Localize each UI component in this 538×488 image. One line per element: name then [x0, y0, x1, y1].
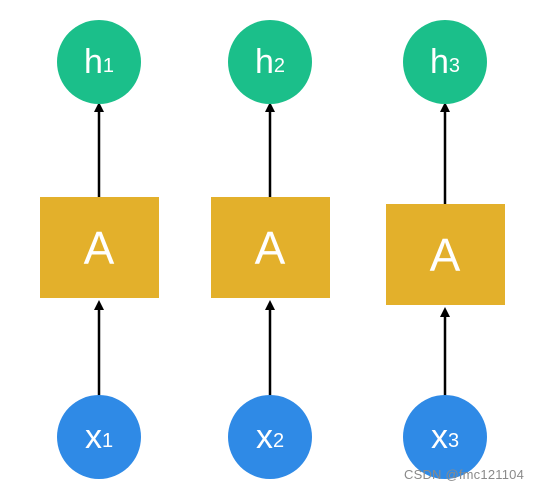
- input-node-x2: [228, 395, 312, 479]
- cell-box-A1: [40, 197, 159, 298]
- output-node-h3: [403, 20, 487, 104]
- cell-label: A: [84, 222, 115, 274]
- cell-box-A3: [386, 204, 505, 305]
- input-node-x1: [57, 395, 141, 479]
- svg-text:x1: x1: [85, 418, 113, 456]
- input-node-x3: [403, 395, 487, 479]
- timestep-2: h2 A x2: [211, 20, 330, 479]
- output-node-h1: [57, 20, 141, 104]
- input-label-base: x: [431, 418, 448, 456]
- input-label-sub: 3: [448, 430, 459, 452]
- cell-box-A2: [211, 197, 330, 298]
- svg-text:h2: h2: [255, 43, 285, 81]
- output-label-sub: 1: [103, 55, 114, 77]
- output-label-base: h: [255, 43, 274, 81]
- output-label-base: h: [84, 43, 103, 81]
- cell-label: A: [255, 222, 286, 274]
- output-node-h2: [228, 20, 312, 104]
- svg-text:h3: h3: [430, 43, 460, 81]
- output-label-sub: 2: [274, 55, 285, 77]
- input-label-sub: 1: [102, 430, 113, 452]
- input-label-base: x: [256, 418, 273, 456]
- svg-text:x3: x3: [431, 418, 459, 456]
- input-label-base: x: [85, 418, 102, 456]
- svg-text:h1: h1: [84, 43, 114, 81]
- svg-text:x2: x2: [256, 418, 284, 456]
- timestep-1: h1 A x1: [40, 20, 159, 479]
- timestep-3: h3 A x3: [386, 20, 505, 479]
- output-label-sub: 3: [449, 55, 460, 77]
- watermark-text: CSDN @fmc121104: [404, 467, 524, 482]
- cell-label: A: [430, 229, 461, 281]
- input-label-sub: 2: [273, 430, 284, 452]
- output-label-base: h: [430, 43, 449, 81]
